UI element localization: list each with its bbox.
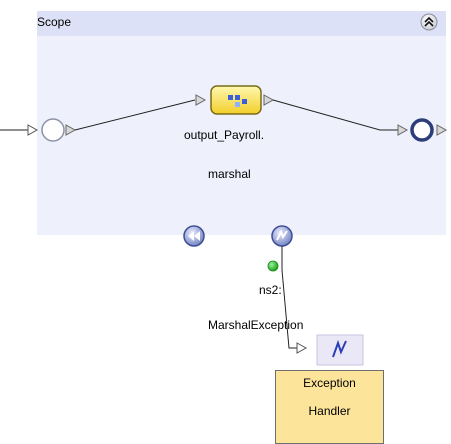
scope-header [37, 11, 446, 36]
scope-container [37, 11, 446, 235]
handler-label-line1: Exception [303, 376, 356, 390]
start-node[interactable] [41, 118, 65, 142]
incoming-wire [0, 124, 39, 136]
fault-label-line2: MarshalException [208, 318, 304, 332]
end-out-port[interactable] [436, 124, 448, 136]
activity-out-port[interactable] [263, 94, 275, 106]
fault-lightning-icon[interactable] [316, 334, 364, 366]
fault-wire [281, 246, 297, 349]
compensation-rewind-icon[interactable] [183, 225, 205, 247]
scope-title: Scope [37, 15, 72, 29]
activity-name-line1: output_Payroll. [184, 128, 265, 142]
fault-label-line1: ns2: [259, 283, 282, 297]
exception-handler-box[interactable]: Exception Handler [275, 370, 384, 444]
end-node[interactable] [410, 118, 434, 142]
double-chevron-up-icon[interactable] [420, 13, 438, 31]
wire-activity-to-end [272, 99, 398, 131]
start-out-port[interactable] [65, 124, 77, 136]
fault-catch-icon[interactable] [271, 225, 293, 247]
activity-in-port[interactable] [195, 94, 207, 106]
handler-in-port[interactable] [296, 342, 308, 354]
wire-start-to-activity [74, 99, 196, 131]
end-in-port[interactable] [397, 124, 409, 136]
handler-label-line2: Handler [308, 404, 351, 418]
status-dot [267, 260, 279, 272]
activity-name-line2: marshal [208, 167, 251, 181]
invoke-activity-icon[interactable] [210, 85, 262, 115]
